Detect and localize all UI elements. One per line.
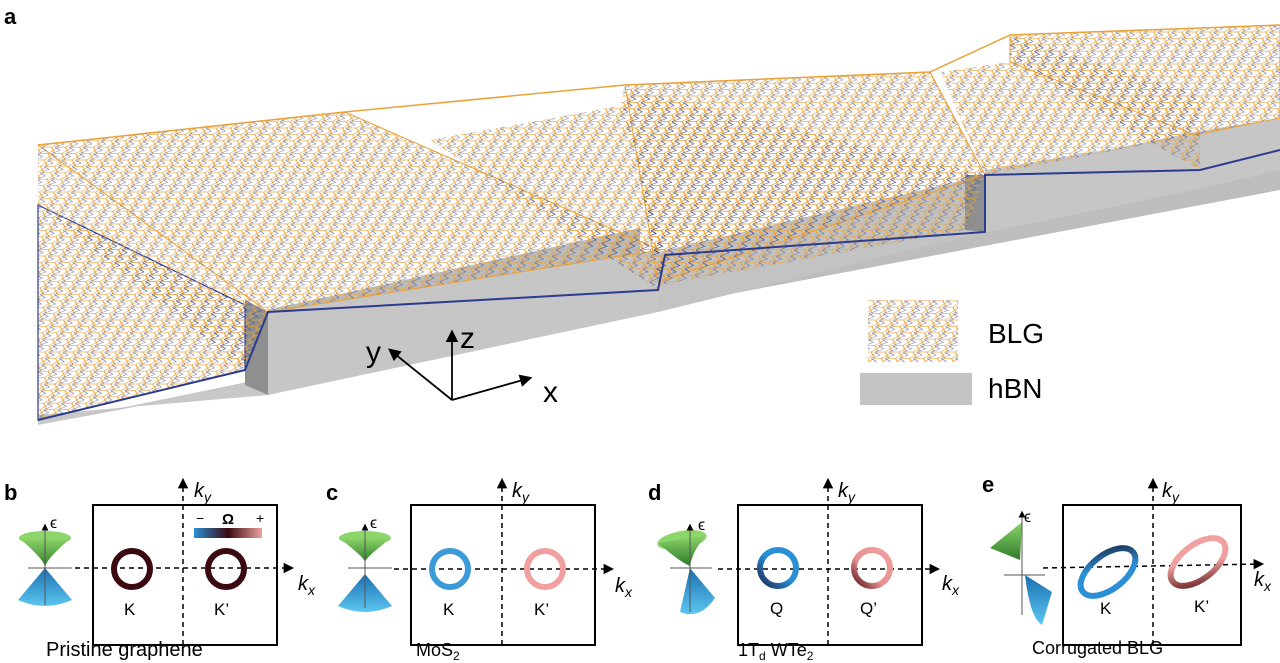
- ky-sub-b: y: [203, 489, 212, 505]
- caption-d-sub2: 2: [807, 649, 814, 663]
- caption-d-sub1: d: [759, 649, 766, 663]
- tilted-cone-e: ϵ: [990, 509, 1052, 625]
- valley-label-k-b: K: [124, 600, 136, 619]
- ky-sub-c: y: [521, 489, 530, 505]
- ky-sub-d: y: [847, 489, 856, 505]
- valley-ring-k-e: [1077, 545, 1139, 599]
- kx-label-e: k: [1254, 569, 1265, 591]
- svg-text:ky: ky: [194, 480, 212, 505]
- svg-text:ky: ky: [838, 480, 856, 505]
- svg-text:ky: ky: [1162, 480, 1180, 505]
- svg-text:MoS2: MoS2: [416, 640, 460, 663]
- kx-sub-e: x: [1263, 578, 1272, 594]
- dirac-cone-c: ϵ: [338, 515, 392, 612]
- valley-ring-q-d: [757, 547, 799, 589]
- valley-label-k-e: K: [1100, 599, 1112, 618]
- ky-label-b: k: [194, 480, 205, 502]
- caption-d-mid: WTe: [766, 640, 807, 660]
- legend-label-hbn: hBN: [988, 373, 1042, 404]
- valley-label-q-d: Q: [770, 599, 783, 618]
- panel-d: d ϵ ky kx Q Q’ 1Td WTe2: [648, 477, 960, 663]
- caption-d-pre: 1T: [738, 640, 759, 660]
- valley-ring-kp-c: [524, 548, 566, 590]
- valley-label-kp-e: K’: [1194, 597, 1209, 616]
- axis-label-x: x: [543, 376, 558, 409]
- svg-text:kx: kx: [1254, 569, 1272, 594]
- ky-label-e: k: [1162, 480, 1173, 502]
- kx-sub-c: x: [624, 584, 633, 600]
- hbn-legend-swatch: [860, 373, 972, 405]
- dirac-cone-b: ϵ: [18, 515, 72, 606]
- blg-legend-swatch: [868, 300, 958, 362]
- legend-label-blg: BLG: [988, 318, 1044, 349]
- ky-label-c: k: [512, 480, 523, 502]
- energy-label-d: ϵ: [698, 517, 705, 534]
- bz-frame-d: [737, 504, 923, 646]
- panel-label-c: c: [326, 480, 338, 505]
- colorbar-omega: Ω: [222, 511, 234, 528]
- valley-ring-kp-b: [205, 548, 247, 590]
- ky-sub-e: y: [1171, 489, 1180, 505]
- panel-e: e ϵ ky kx K K’ Corrugated BLG: [982, 472, 1272, 658]
- valley-label-kp-b: K’: [214, 600, 229, 619]
- valley-ring-kp-e: [1167, 535, 1229, 589]
- berry-colorbar: − Ω +: [194, 510, 264, 538]
- valley-ring-qp-d: [851, 547, 893, 589]
- kx-label-b: k: [298, 573, 309, 595]
- panel-b: b ϵ ky kx − Ω + K K’ Pristine graphene: [4, 477, 316, 661]
- axes-triad: x y z: [366, 322, 558, 409]
- bz-frame-e: [1062, 504, 1242, 646]
- panel-label-b: b: [4, 480, 17, 505]
- valley-ring-k-c: [429, 548, 471, 590]
- axis-label-z: z: [460, 322, 475, 355]
- caption-c-sub: 2: [453, 649, 460, 663]
- svg-text:kx: kx: [615, 575, 633, 600]
- valley-label-k-c: K: [443, 600, 455, 619]
- caption-e: Corrugated BLG: [1032, 638, 1163, 658]
- svg-text:ky: ky: [512, 480, 530, 505]
- panel-a: a: [4, 4, 1280, 425]
- energy-label-e: ϵ: [1024, 509, 1031, 526]
- bz-frame-b: [92, 504, 278, 646]
- panel-label-a: a: [4, 4, 17, 29]
- bz-frame-c: [410, 504, 596, 646]
- kx-sub-d: x: [951, 582, 960, 598]
- panel-c: c ϵ ky kx K K’ MoS2: [326, 477, 633, 663]
- valley-ring-k-b: [111, 548, 153, 590]
- axis-label-y: y: [366, 336, 381, 369]
- svg-text:kx: kx: [298, 573, 316, 598]
- blg-sheet: [36, 24, 1280, 421]
- caption-b: Pristine graphene: [46, 639, 203, 661]
- colorbar-plus: +: [256, 510, 264, 526]
- energy-label-b: ϵ: [50, 515, 57, 532]
- valley-label-kp-c: K’: [534, 600, 549, 619]
- caption-c: MoS: [416, 640, 453, 660]
- kx-label-d: k: [942, 573, 953, 595]
- svg-text:kx: kx: [942, 573, 960, 598]
- kx-sub-b: x: [307, 582, 316, 598]
- svg-text:1Td WTe2: 1Td WTe2: [738, 640, 814, 663]
- legend: BLG hBN: [860, 300, 1044, 405]
- panel-label-d: d: [648, 480, 661, 505]
- ky-label-d: k: [838, 480, 849, 502]
- kx-label-c: k: [615, 575, 626, 597]
- colorbar-minus: −: [196, 510, 204, 526]
- dirac-cone-d: ϵ: [657, 517, 715, 615]
- panel-label-e: e: [982, 472, 994, 497]
- valley-label-qp-d: Q’: [860, 599, 877, 618]
- energy-label-c: ϵ: [370, 515, 377, 532]
